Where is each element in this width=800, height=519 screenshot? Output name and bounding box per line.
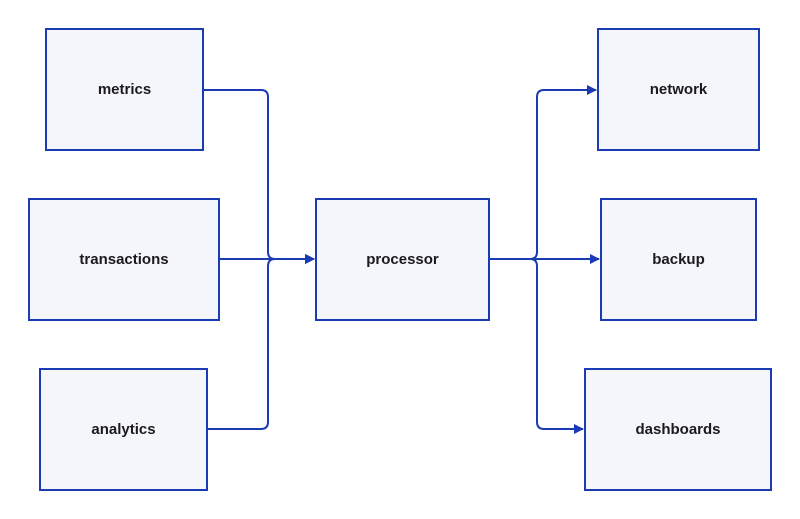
node-network-label: network [650,81,708,98]
node-metrics-label: metrics [98,81,151,98]
edge-analytics-to-processor [207,254,315,430]
edge-processor-to-network [489,85,597,260]
node-dashboards: dashboards [584,368,772,491]
node-metrics: metrics [45,28,204,151]
node-dashboards-label: dashboards [635,421,720,438]
node-processor: processor [315,198,490,321]
node-processor-label: processor [366,251,439,268]
edge-processor-to-dashboards [489,258,584,434]
node-transactions: transactions [28,198,220,321]
node-backup-label: backup [652,251,705,268]
node-transactions-label: transactions [79,251,168,268]
node-analytics: analytics [39,368,208,491]
node-backup: backup [600,198,757,321]
node-analytics-label: analytics [91,421,155,438]
node-network: network [597,28,760,151]
